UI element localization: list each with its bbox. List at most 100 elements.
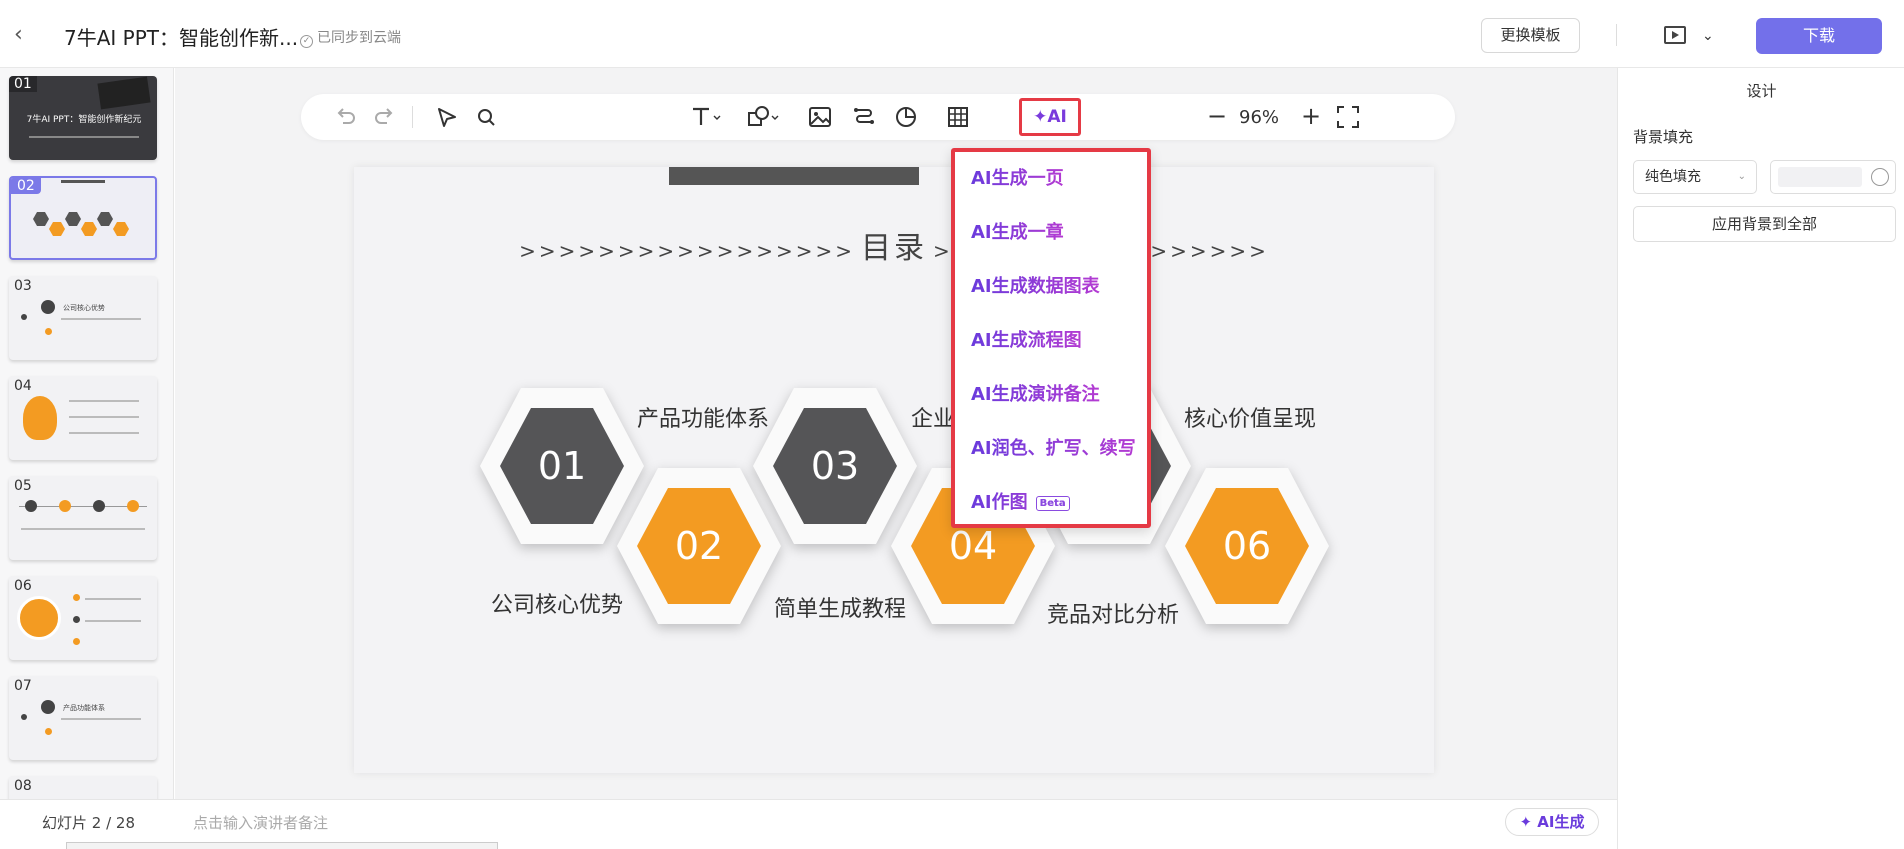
fill-type-select[interactable]: 纯色填充 ⌄ [1633,160,1757,194]
toolbar-divider [412,106,413,128]
thumb-line [19,506,147,507]
heading-arrows-left: >>>>>>>>>>>>>>>>> [519,239,855,263]
slide-thumb-number: 07 [14,678,32,694]
slide-label-2[interactable]: 企业 [911,407,956,432]
ai-generate-flowchart-item[interactable]: AI生成流程图 [971,326,1082,352]
slide-label-3[interactable]: 核心价值呈现 [1184,407,1317,432]
apply-background-all-button[interactable]: 应用背景到全部 [1633,206,1896,242]
slide-thumb-label: 产品功能体系 [63,704,105,712]
thumb-circle [25,500,37,512]
speaker-notes-input[interactable]: 点击输入演讲者备注 [193,814,329,832]
slide-thumb-4[interactable]: 04 [9,376,157,460]
thumb-line [69,416,139,418]
slide-thumb-5[interactable]: 05 [9,476,157,560]
slide-thumb-7[interactable]: 07 产品功能体系 [9,676,157,760]
slide-heading[interactable]: >>>>>>>>>>>>>>>>>目录>>>>>>>>>>>>>>>>> [354,223,1434,267]
thumb-line [69,432,139,434]
slide-label-6[interactable]: 竞品对比分析 [1047,603,1180,628]
horizontal-scrollbar[interactable] [66,842,498,849]
sync-status: ✓已同步到云端 [300,27,401,48]
flowchart-icon[interactable] [851,104,877,130]
slide-thumb-2[interactable]: 02 [9,176,157,260]
chevron-left-icon[interactable]: ‹ [14,22,23,47]
tab-design[interactable]: 设计 [1746,82,1777,100]
thumb-hex [33,212,49,226]
redo-icon[interactable] [373,104,395,130]
header-divider [1616,24,1617,46]
zoom-in-button[interactable]: + [1301,102,1322,130]
fill-color-picker[interactable] [1770,160,1896,194]
present-button[interactable]: ⌄ [1664,24,1714,45]
fill-type-value: 纯色填充 [1645,169,1701,185]
thumb-hex [81,222,97,236]
download-button[interactable]: 下载 [1756,18,1882,54]
ai-generate-page-item[interactable]: AI生成一页 [971,164,1064,190]
text-tool-icon[interactable] [689,104,725,130]
slide-thumbnail-panel[interactable]: 01 7牛AI PPT：智能创作新纪元 02 03 公司核心优势 04 [0,68,174,799]
slide-thumb-number: 03 [14,278,32,294]
thumb-line [61,180,105,183]
hex-item-01[interactable]: 01 [480,388,644,544]
slide-label-4[interactable]: 公司核心优势 [491,593,624,618]
shape-tool-icon[interactable] [745,104,783,130]
thumb-line [61,318,141,320]
background-fill-label: 背景填充 [1633,128,1694,146]
fullscreen-icon[interactable] [1337,106,1359,128]
search-icon[interactable] [475,104,499,130]
thumb-circle [73,594,80,601]
bottom-bar: 幻灯片 2 / 28 点击输入演讲者备注 ✦ AI生成 [0,799,1617,849]
design-panel: 设计 背景填充 纯色填充 ⌄ 应用背景到全部 [1617,68,1904,849]
slide-thumb-label: 公司核心优势 [63,304,105,312]
cursor-pointer-icon[interactable] [435,104,459,130]
editor-canvas[interactable]: ✦AI − 96% + >>>>>>>>>>>>>>>>>目录>>>>>>>>>… [175,68,1617,799]
zoom-out-button[interactable]: − [1207,102,1228,130]
thumb-head-graphic [23,396,57,440]
thumb-line [29,136,139,138]
slide-thumb-number: 08 [14,778,32,794]
image-icon[interactable] [807,104,833,130]
table-icon[interactable] [945,104,971,130]
document-title[interactable]: 7牛AI PPT：智能创作新... [64,26,299,50]
slide-label-1[interactable]: 产品功能体系 [637,407,770,432]
ai-generate-chart-item[interactable]: AI生成数据图表 [971,272,1100,298]
slide-label-5[interactable]: 简单生成教程 [774,597,907,622]
thumb-hex [49,222,65,236]
palette-icon[interactable] [1871,168,1889,186]
slide-thumb-1[interactable]: 01 7牛AI PPT：智能创作新纪元 [9,76,157,160]
chevron-down-icon: ⌄ [1737,171,1746,182]
ai-generate-notes-item[interactable]: AI生成演讲备注 [971,380,1100,406]
thumb-hex [113,222,129,236]
slide-thumb-title: 7牛AI PPT：智能创作新纪元 [26,115,142,125]
thumb-line [61,718,141,720]
hex-item-02[interactable]: 02 [617,468,781,624]
ai-generate-chapter-item[interactable]: AI生成一章 [971,218,1064,244]
slide-thumb-3[interactable]: 03 公司核心优势 [9,276,157,360]
thumb-circle [41,300,55,314]
thumb-line [69,400,139,402]
chevron-down-icon[interactable]: ⌄ [1702,28,1714,44]
ai-draw-label: AI作图 [971,492,1028,513]
slide-thumb-8[interactable]: 08 [9,776,157,799]
thumb-circle [127,500,139,512]
ai-menu-button[interactable]: ✦AI [1019,98,1081,136]
editor-toolbar: ✦AI − 96% + [301,94,1455,140]
thumb-circle [73,616,80,623]
thumb-line [85,598,141,600]
undo-icon[interactable] [335,104,357,130]
slide-canvas[interactable]: >>>>>>>>>>>>>>>>>目录>>>>>>>>>>>>>>>>> 01 … [354,167,1434,773]
zoom-level[interactable]: 96% [1239,107,1280,128]
slide-thumb-6[interactable]: 06 [9,576,157,660]
thumb-circle [41,700,55,714]
change-template-button[interactable]: 更换模板 [1481,18,1580,53]
hex-item-03[interactable]: 03 [753,388,917,544]
hex-number: 02 [637,488,761,604]
hex-item-06[interactable]: 06 [1165,468,1329,624]
ai-polish-expand-item[interactable]: AI润色、扩写、续写 [971,434,1136,460]
color-swatch[interactable] [1778,167,1862,187]
thumb-decor-image [97,76,151,110]
chart-pie-icon[interactable] [893,104,919,130]
ai-generate-notes-button[interactable]: ✦ AI生成 [1505,808,1599,836]
sync-status-text: 已同步到云端 [317,30,401,46]
